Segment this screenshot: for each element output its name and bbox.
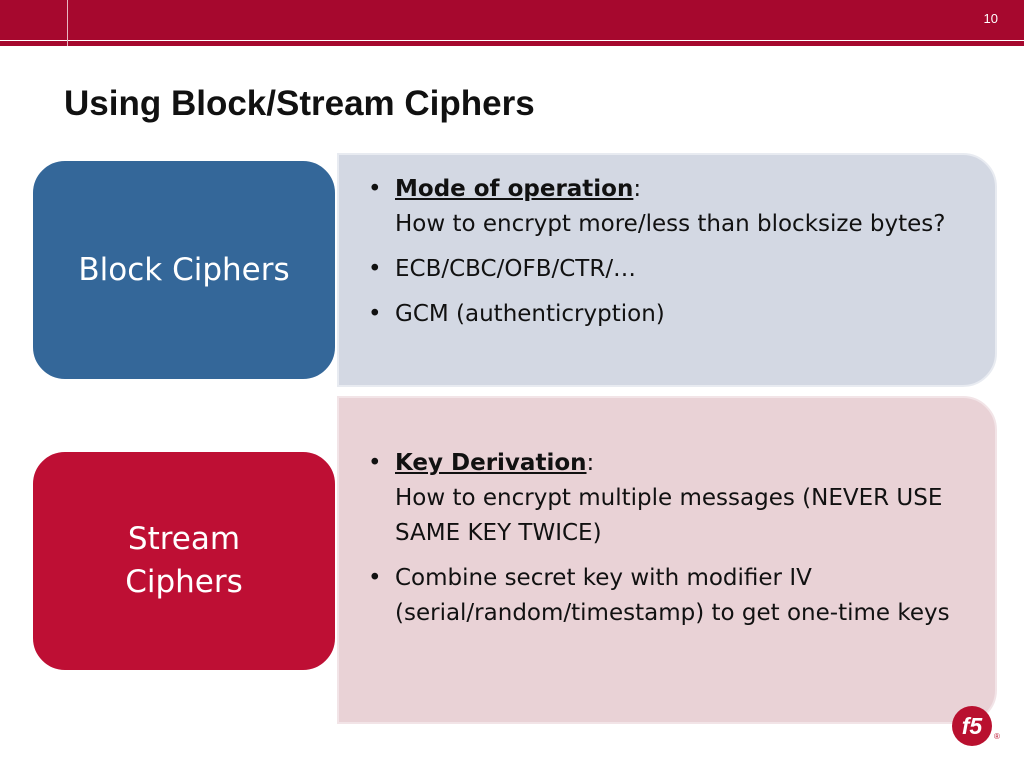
bullet-text: How to encrypt multiple messages (NEVER … [395, 485, 943, 546]
bullet-item: • ECB/CBC/OFB/CTR/… [368, 252, 968, 287]
bullet-text: GCM (authenticryption) [395, 301, 665, 327]
bullet-heading-suffix: : [633, 176, 642, 202]
bullet-dot: • [368, 450, 382, 476]
bullet-item: • GCM (authenticryption) [368, 297, 968, 332]
bullet-item: • Combine secret key with modifier IV (s… [368, 561, 968, 631]
slide-title: Using Block/Stream Ciphers [64, 84, 535, 123]
bullet-dot: • [368, 256, 382, 282]
bullet-heading: Key Derivation [395, 450, 587, 476]
block-ciphers-label-box: Block Ciphers [31, 159, 337, 381]
block-ciphers-label: Block Ciphers [78, 251, 290, 288]
stream-ciphers-bullets: • Key Derivation: How to encrypt multipl… [368, 446, 968, 641]
header-underline [0, 41, 1024, 46]
header-divider [67, 0, 68, 46]
bullet-text: ECB/CBC/OFB/CTR/… [395, 256, 637, 282]
stream-ciphers-label: Stream Ciphers [125, 521, 243, 600]
slide-number: 10 [983, 11, 998, 26]
block-ciphers-panel [337, 153, 997, 387]
stream-ciphers-label-box: Stream Ciphers [31, 450, 337, 672]
bullet-heading: Mode of operation [395, 176, 634, 202]
bullet-dot: • [368, 565, 382, 591]
stream-ciphers-panel [337, 396, 997, 724]
f5-logo: f5 [952, 706, 992, 746]
f5-logo-text: f5 [961, 712, 983, 739]
bullet-text: How to encrypt more/less than blocksize … [395, 211, 946, 237]
bullet-item: • Mode of operation: How to encrypt more… [368, 172, 968, 242]
bullet-heading-suffix: : [586, 450, 595, 476]
registered-mark: ® [994, 732, 1000, 741]
bullet-text: Combine secret key with modifier IV (ser… [395, 565, 950, 626]
bullet-dot: • [368, 301, 382, 327]
bullet-dot: • [368, 176, 382, 202]
block-ciphers-bullets: • Mode of operation: How to encrypt more… [368, 172, 968, 342]
bullet-item: • Key Derivation: How to encrypt multipl… [368, 446, 968, 551]
header-bar [0, 0, 1024, 40]
